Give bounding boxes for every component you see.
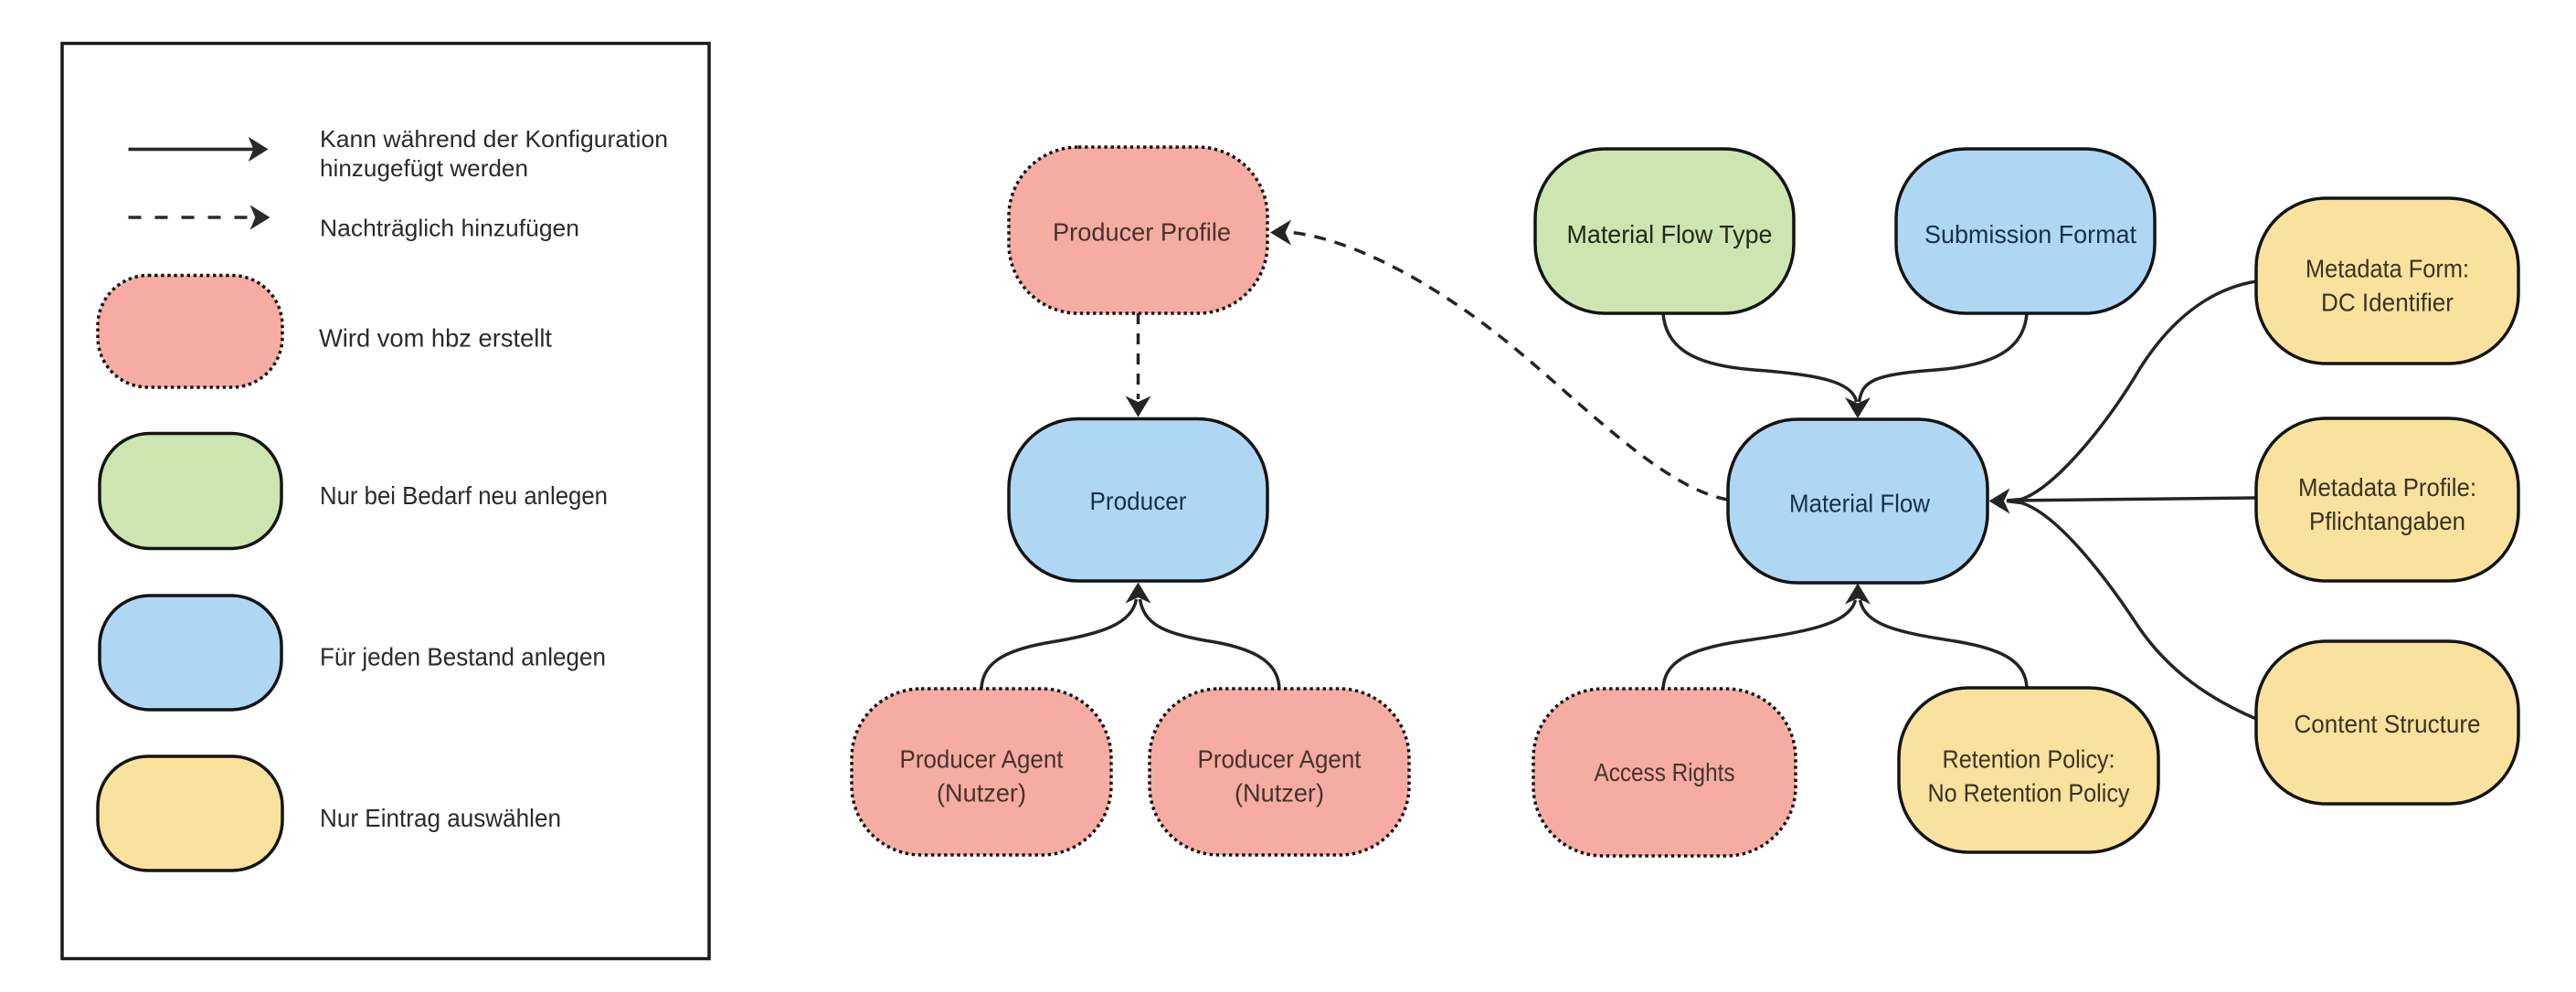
- svg-text:Producer: Producer: [1090, 487, 1187, 515]
- svg-text:Metadata Profile:: Metadata Profile:: [2298, 473, 2476, 501]
- svg-text:Nur Eintrag auswählen: Nur Eintrag auswählen: [320, 804, 561, 832]
- svg-text:hinzugefügt werden: hinzugefügt werden: [320, 154, 528, 182]
- svg-text:Metadata Form:: Metadata Form:: [2306, 255, 2469, 283]
- svg-text:Submission Format: Submission Format: [1924, 220, 2136, 248]
- svg-text:Material Flow Type: Material Flow Type: [1567, 220, 1773, 248]
- svg-text:No Retention Policy: No Retention Policy: [1928, 779, 2130, 807]
- svg-text:Material Flow: Material Flow: [1789, 490, 1931, 518]
- svg-text:Pflichtangaben: Pflichtangaben: [2309, 507, 2465, 535]
- svg-text:(Nutzer): (Nutzer): [937, 779, 1026, 807]
- svg-text:Retention Policy:: Retention Policy:: [1943, 745, 2115, 774]
- svg-text:Wird vom hbz erstellt: Wird vom hbz erstellt: [319, 324, 552, 353]
- svg-text:Access Rights: Access Rights: [1595, 758, 1735, 786]
- svg-text:(Nutzer): (Nutzer): [1235, 779, 1324, 807]
- svg-text:DC Identifier: DC Identifier: [2321, 289, 2454, 317]
- svg-text:Producer Agent: Producer Agent: [900, 745, 1064, 774]
- svg-text:Kann während der Konfiguration: Kann während der Konfiguration: [320, 125, 668, 153]
- svg-text:Nachträglich hinzufügen: Nachträglich hinzufügen: [320, 215, 579, 242]
- svg-text:Producer Profile: Producer Profile: [1053, 218, 1231, 247]
- svg-text:Content Structure: Content Structure: [2295, 710, 2481, 738]
- svg-text:Für jeden Bestand anlegen: Für jeden Bestand anlegen: [320, 643, 606, 671]
- svg-text:Producer Agent: Producer Agent: [1198, 745, 1362, 774]
- svg-text:Nur bei Bedarf neu anlegen: Nur bei Bedarf neu anlegen: [320, 481, 608, 510]
